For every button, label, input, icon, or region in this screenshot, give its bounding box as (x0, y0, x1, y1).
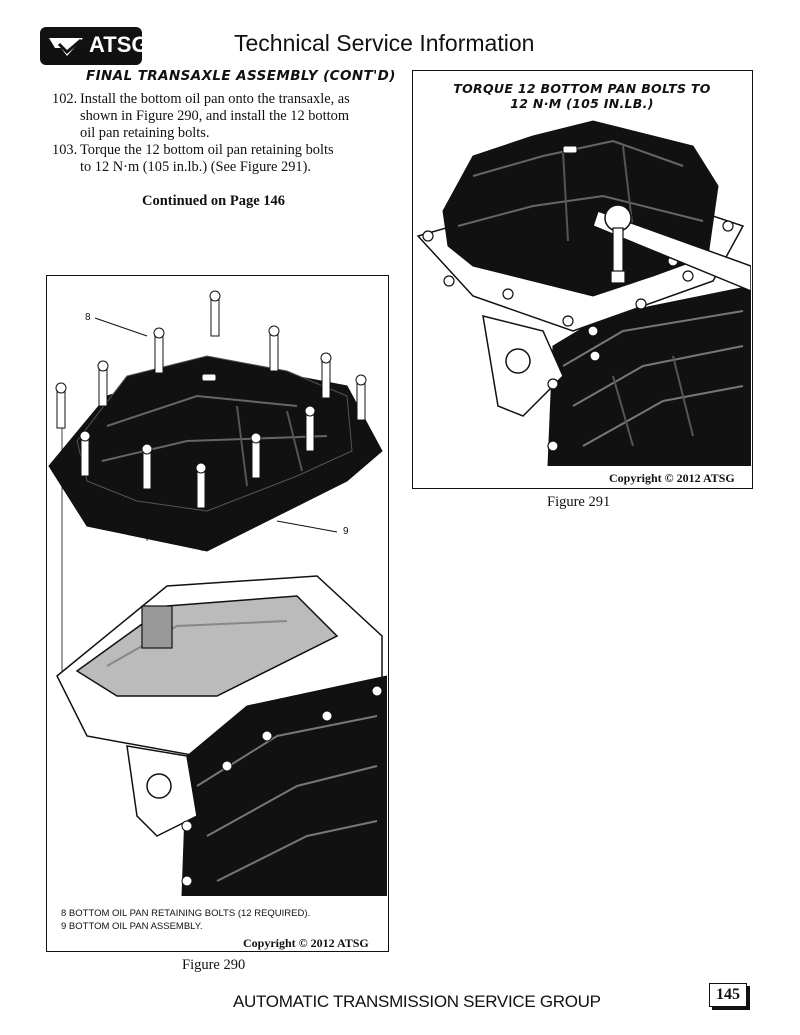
continued-note: Continued on Page 146 (142, 193, 286, 209)
atsg-logo: ATSG (40, 27, 148, 65)
figure-290-caption: Figure 290 (182, 957, 246, 973)
logo-text: ATSG (89, 32, 149, 57)
legend-item-9: 9 BOTTOM OIL PAN ASSEMBLY. (61, 921, 203, 932)
figure-291-copyright: Copyright © 2012 ATSG (609, 471, 735, 485)
step-line: Torque the 12 bottom oil pan retaining b… (80, 142, 334, 158)
figure-291-caption: Figure 291 (547, 494, 611, 510)
figure-291-box: TORQUE 12 BOTTOM PAN BOLTS TO 12 N·M (10… (412, 70, 753, 489)
callout-9: 9 (343, 526, 349, 537)
page-header-title: Technical Service Information (234, 30, 535, 56)
oil-pan-torque-illustration (416, 120, 751, 466)
step-line: oil pan retaining bolts. (80, 125, 210, 141)
figure-290-box: 8 9 8 BOTTOM OIL PAN RETAINING BOLTS (12… (46, 275, 389, 952)
footer-text: AUTOMATIC TRANSMISSION SERVICE GROUP (233, 992, 601, 1011)
step-102: 102. Install the bottom oil pan onto the… (52, 91, 392, 143)
callout-line: TORQUE 12 BOTTOM PAN BOLTS TO (453, 81, 711, 96)
oil-pan-exploded-illustration (48, 290, 387, 896)
step-line: to 12 N·m (105 in.lb.) (See Figure 291). (80, 159, 312, 175)
figure-290-copyright: Copyright © 2012 ATSG (243, 936, 369, 950)
step-line: shown in Figure 290, and install the 12 … (80, 108, 350, 124)
page-number: 145 (709, 983, 747, 1007)
step-number: 102. (52, 91, 78, 107)
section-title: FINAL TRANSAXLE ASSEMBLY (CONT'D) (86, 68, 396, 84)
legend-item-8: 8 BOTTOM OIL PAN RETAINING BOLTS (12 REQ… (61, 908, 311, 919)
callout-line: 12 N·M (105 IN.LB.) (510, 96, 654, 111)
step-number: 103. (52, 142, 78, 158)
checkmark-logo-icon (49, 38, 83, 56)
step-103: 103. Torque the 12 bottom oil pan retain… (52, 142, 392, 178)
torque-callout: TORQUE 12 BOTTOM PAN BOLTS TO 12 N·M (10… (413, 81, 751, 111)
callout-8: 8 (85, 312, 91, 323)
step-line: Install the bottom oil pan onto the tran… (80, 91, 350, 107)
